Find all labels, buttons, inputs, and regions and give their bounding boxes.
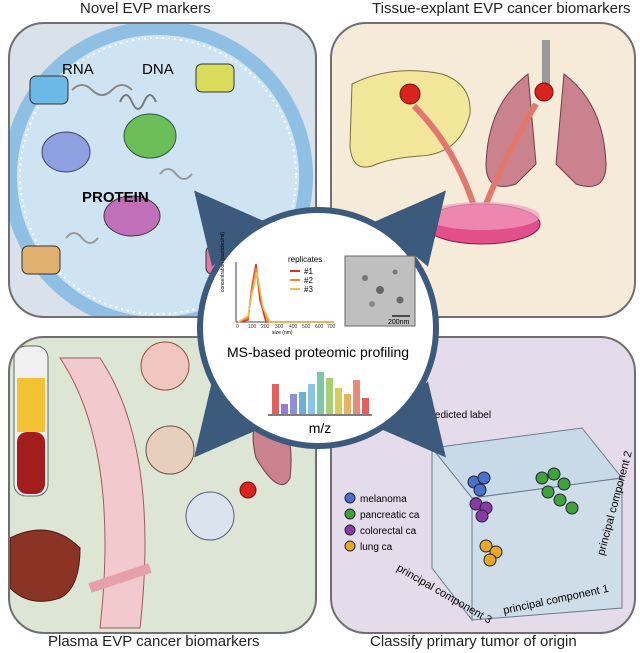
cluster-melanoma [467,471,491,497]
nta-xtick: 100 [248,324,257,330]
protein-green-icon [123,113,177,159]
legend-label-colorectal: colorectal ca [360,526,417,537]
tissue-explant-illustration [349,40,607,245]
nta-series-2 [237,267,334,323]
mz-label: m/z [309,420,332,436]
mz-bar [308,384,315,414]
mz-bar [281,404,288,414]
pancreas-icon [349,70,471,168]
mz-bar [362,398,369,414]
cluster-colorectal [469,497,493,523]
tumor-icon [239,481,257,499]
rna-label: RNA [62,61,94,78]
nta-series-1 [237,263,334,323]
cluster-icon [140,341,190,391]
title-plasma-biomarkers: Plasma EVP cancer biomarkers [48,633,260,650]
bone-icon [88,563,152,593]
plasma-layer [17,378,45,432]
pca-plot: Predicted label [344,410,634,626]
tumor-pancreas-icon [399,83,421,105]
protein-blue-icon [41,131,91,173]
tumor-lung-icon [534,82,554,102]
ms-proteomic-label: MS-based proteomic profiling [227,344,409,360]
membrane-protein-tan [21,245,61,275]
nta-xtick: 400 [289,324,298,330]
nta-legend-series-1: #1 [304,267,313,276]
lung-right-icon [555,73,607,187]
dna-strand [119,94,157,110]
protein-purple-icon [103,195,161,237]
nta-xtick: 300 [275,324,284,330]
pca-panel-title: Predicted label [425,410,491,421]
legend-label-pancreatic: pancreatic ca [360,510,420,521]
blood-vessel-icon [59,357,146,629]
mz-bar [353,380,360,414]
mz-bar [272,384,279,414]
membrane-protein-blue [29,75,69,105]
em-micrograph: 200nm [344,255,416,327]
rna-strand [71,84,133,96]
lung-left-icon [485,73,537,187]
blood-cell-layer [17,432,45,494]
protein-label: PROTEIN [82,189,149,206]
legend-label-lung: lung ca [360,542,393,553]
nta-xlabel: size (nm) [272,330,293,336]
nta-xtick: 0 [236,324,239,330]
mz-bar [344,394,351,414]
mz-bar [290,394,297,414]
cluster-pancreatic [535,467,579,515]
explant-arrow [483,102,539,206]
nta-xtick: 700 [327,324,336,330]
nta-chart: replicates #1 #2 #3 concentration (parti… [220,232,336,336]
em-scale-label: 200nm [388,319,410,326]
mz-spectrum [268,372,372,416]
dna-label: DNA [142,61,174,78]
liver-icon [10,529,81,602]
title-novel-evp-markers: Novel EVP markers [80,0,211,17]
mz-bar [299,392,306,414]
nta-ylabel: concentration (particles/ml) [220,232,226,292]
explant-arrow [411,103,477,207]
mz-bar [335,388,342,414]
nta-legend-series-2: #2 [304,276,313,285]
nta-legend-series-3: #3 [304,285,313,294]
mz-bar [326,378,333,414]
mz-bar [317,372,324,414]
cluster-lung [479,539,503,567]
legend-label-melanoma: melanoma [360,494,407,505]
panel-classifier: Predicted label [330,336,636,634]
nta-xtick: 200 [261,324,270,330]
pca-box-back [471,477,623,621]
cluster-icon [145,425,195,475]
nta-series-3 [237,271,334,323]
cluster-icon [185,491,235,541]
nta-legend-title: replicates [288,255,322,264]
trachea-icon [542,40,550,90]
title-classify-tumor: Classify primary tumor of origin [370,633,577,650]
membrane-protein-yellow [195,63,235,93]
nta-xtick: 600 [315,324,324,330]
pca-legend: melanoma pancreatic ca colorectal ca lun… [344,492,420,553]
nta-xtick: 500 [302,324,311,330]
title-tissue-explant: Tissue-explant EVP cancer biomarkers [372,0,631,17]
